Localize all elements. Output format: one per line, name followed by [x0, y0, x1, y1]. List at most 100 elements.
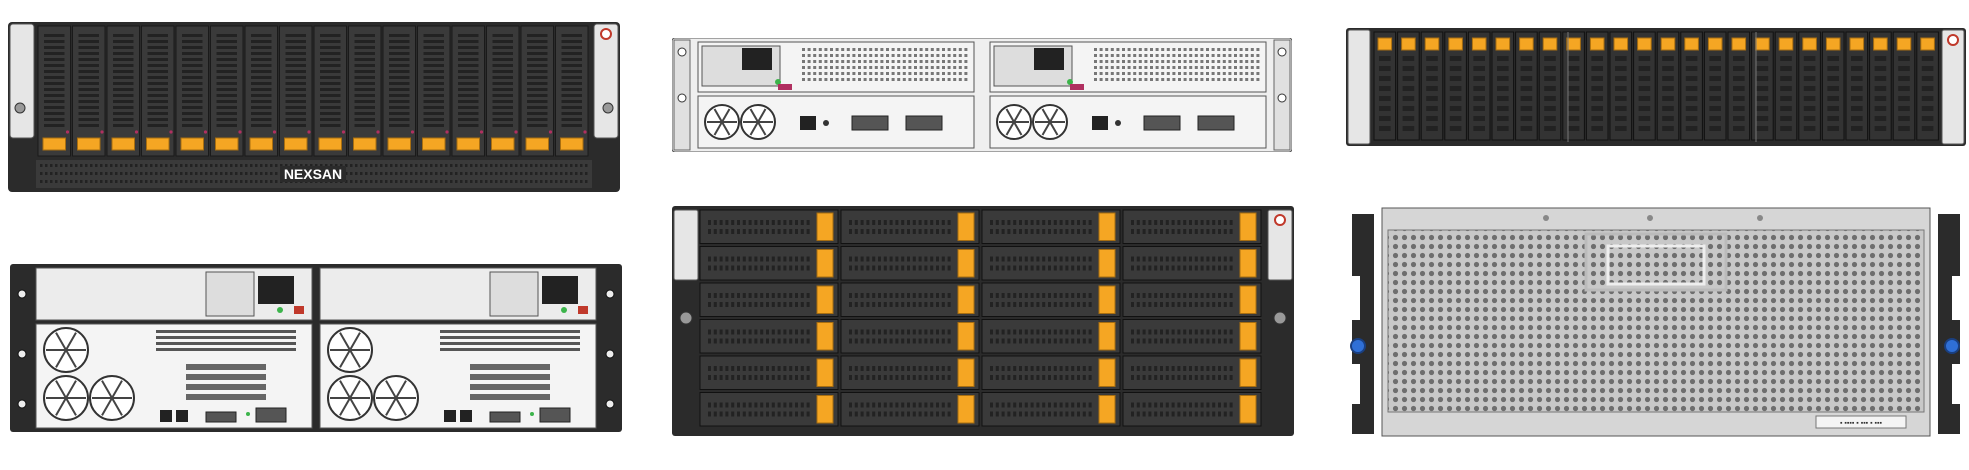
- vent-slot: [1088, 293, 1092, 298]
- vent-hole: [1099, 60, 1103, 63]
- vent-hole: [220, 180, 223, 183]
- vent-slot: [470, 364, 550, 370]
- vent-hole: [1256, 72, 1260, 75]
- vent-slot: [760, 402, 764, 408]
- vent-slot: [777, 402, 781, 408]
- vent-hole: [360, 180, 363, 183]
- vent-hole: [1110, 54, 1114, 57]
- vent-slot: [1218, 411, 1221, 417]
- fan-blade: [349, 397, 361, 416]
- vent-slot: [1183, 338, 1187, 344]
- vent-slot: [285, 64, 306, 67]
- ac-inlet-icon: [258, 276, 294, 304]
- vent-slot: [1082, 329, 1086, 335]
- vent-slot: [995, 411, 999, 417]
- vent-slot: [748, 220, 752, 225]
- fan-blade: [721, 108, 731, 123]
- vent-slot: [1024, 366, 1028, 371]
- vent-slot: [1059, 220, 1063, 225]
- vent-hole: [140, 164, 143, 167]
- vent-hole: [90, 172, 93, 175]
- vent-slot: [1756, 96, 1769, 101]
- vent-slot: [1148, 256, 1152, 262]
- vent-slot: [492, 70, 513, 73]
- vent-slot: [1048, 293, 1051, 298]
- vent-slot: [1898, 76, 1910, 81]
- vent-slot: [1024, 329, 1028, 335]
- vent-slot: [1426, 126, 1438, 131]
- vent-slot: [748, 338, 752, 344]
- vent-hole: [365, 180, 368, 183]
- drive-bay: [72, 25, 106, 157]
- vent-hole: [1122, 72, 1125, 75]
- vent-hole: [125, 172, 128, 175]
- vent-slot: [1212, 265, 1216, 271]
- vent-hole: [180, 164, 183, 167]
- vent-slot: [1036, 375, 1040, 380]
- vent-slot: [1001, 220, 1005, 225]
- vent-slot: [1426, 66, 1438, 71]
- vent-slot: [285, 82, 306, 85]
- vent-slot: [1183, 229, 1187, 234]
- vent-hole: [813, 48, 817, 51]
- vent-hole: [953, 66, 957, 69]
- cover-screw-icon: [1757, 215, 1763, 221]
- vent-hole: [60, 172, 63, 175]
- vent-slot: [1142, 256, 1146, 262]
- vent-slot: [941, 375, 945, 380]
- vent-slot: [216, 58, 237, 61]
- vent-slot: [947, 402, 951, 408]
- vent-slot: [1065, 338, 1069, 344]
- vent-slot: [1780, 116, 1792, 121]
- vent-slot: [1024, 229, 1028, 234]
- vent-slot: [860, 329, 864, 335]
- vent-slot: [895, 256, 899, 262]
- vent-slot: [771, 302, 775, 307]
- vent-slot: [354, 46, 375, 49]
- vent-slot: [1827, 86, 1839, 91]
- vent-slot: [1160, 229, 1163, 234]
- vent-slot: [1013, 338, 1017, 344]
- vent-hole: [320, 164, 323, 167]
- vent-slot: [947, 329, 951, 335]
- vent-slot: [1402, 96, 1415, 101]
- vent-slot: [930, 220, 934, 225]
- vent-slot: [1229, 256, 1233, 262]
- vent-slot: [527, 118, 548, 121]
- vent-hole: [375, 180, 378, 183]
- vent-slot: [766, 302, 769, 307]
- fan-blade: [1005, 108, 1015, 123]
- vent-hole: [824, 60, 828, 63]
- vent-hole: [435, 164, 438, 167]
- vent-hole: [1222, 60, 1226, 63]
- vent-hole: [1099, 54, 1103, 57]
- vent-slot: [1082, 229, 1086, 234]
- vent-slot: [561, 46, 582, 49]
- ethernet-port-icon: [800, 116, 816, 130]
- drive-latch: [957, 249, 975, 278]
- vent-hole: [1183, 54, 1187, 57]
- vent-slot: [1036, 411, 1040, 417]
- vent-slot: [936, 265, 939, 271]
- vent-hole: [500, 180, 503, 183]
- vent-hole: [175, 164, 178, 167]
- vent-slot: [389, 52, 410, 55]
- vent-slot: [990, 338, 993, 344]
- vent-slot: [1036, 293, 1040, 298]
- handle-recess: [1584, 232, 1728, 292]
- drive-bay: [840, 209, 980, 244]
- vent-slot: [1520, 106, 1533, 111]
- drive-latch: [1707, 37, 1723, 51]
- vent-slot: [907, 338, 910, 344]
- vent-slot: [1189, 375, 1192, 380]
- vent-hole: [936, 66, 940, 69]
- vent-slot: [748, 256, 752, 262]
- vent-slot: [1183, 375, 1187, 380]
- vent-slot: [561, 58, 582, 61]
- vent-hole: [70, 172, 73, 175]
- vent-slot: [1036, 366, 1040, 371]
- vent-slot: [423, 88, 444, 91]
- vent-slot: [800, 402, 804, 408]
- vent-hole: [530, 172, 533, 175]
- drive-carrier: [981, 246, 1121, 281]
